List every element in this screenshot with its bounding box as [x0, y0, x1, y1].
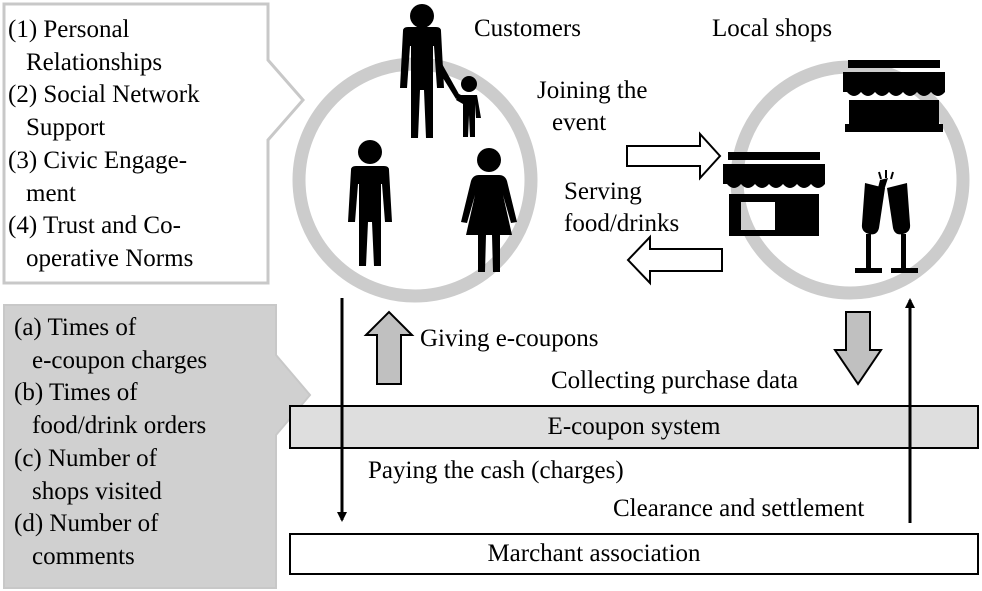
champagne-toast-icon	[855, 170, 918, 273]
joining-label-line1: Joining the	[537, 77, 648, 104]
list-item: (b) Times of	[14, 379, 138, 407]
shop-icon-top	[843, 60, 945, 132]
list-item: (3) Civic Engage-	[8, 146, 188, 174]
association-label: Marchant association	[487, 540, 701, 567]
collecting-data-arrow	[833, 311, 883, 386]
list-item: food/drink orders	[32, 412, 207, 440]
list-item: (d) Number of	[14, 510, 159, 538]
customers-label: Customers	[474, 15, 581, 42]
giving-ecoupons-label: Giving e-coupons	[420, 325, 599, 352]
serving-label-line2: food/drinks	[564, 210, 680, 237]
social-capital-list: (1) Personal Relationships (2) Social Ne…	[8, 14, 200, 276]
man-icon	[348, 140, 392, 266]
list-item: Support	[26, 114, 106, 142]
list-item: e-coupon charges	[32, 346, 208, 374]
shop-icon-left	[723, 152, 825, 236]
list-item: shops visited	[32, 477, 162, 505]
clearance-label: Clearance and settlement	[613, 495, 865, 522]
list-item: (2) Social Network	[8, 81, 200, 109]
list-item: (a) Times of	[14, 314, 137, 341]
list-item: (c) Number of	[14, 444, 157, 472]
giving-ecoupons-arrow	[363, 310, 415, 385]
woman-icon	[461, 148, 517, 272]
list-item: comments	[32, 542, 135, 570]
serving-label-line1: Serving	[564, 178, 642, 205]
joining-arrow	[626, 131, 722, 181]
social-capital-callout	[2, 2, 305, 285]
list-item: operative Norms	[26, 244, 194, 272]
collecting-data-label: Collecting purchase data	[551, 367, 799, 394]
list-item: (4) Trust and Co-	[8, 212, 181, 240]
list-item: ment	[26, 179, 76, 207]
paying-cash-label: Paying the cash (charges)	[368, 457, 624, 484]
ecoupon-system-label: E-coupon system	[547, 413, 721, 440]
measures-list: (a) Times of e-coupon charges (b) Times …	[14, 312, 207, 574]
list-item: Relationships	[26, 48, 163, 76]
adult-with-child-icon	[400, 4, 481, 138]
association-bar	[289, 533, 979, 575]
local-shops-label: Local shops	[712, 15, 833, 42]
list-item: (1) Personal	[8, 16, 130, 43]
serving-arrow	[626, 234, 723, 286]
joining-label-line2: event	[552, 109, 607, 136]
ecoupon-system-bar	[289, 405, 979, 449]
